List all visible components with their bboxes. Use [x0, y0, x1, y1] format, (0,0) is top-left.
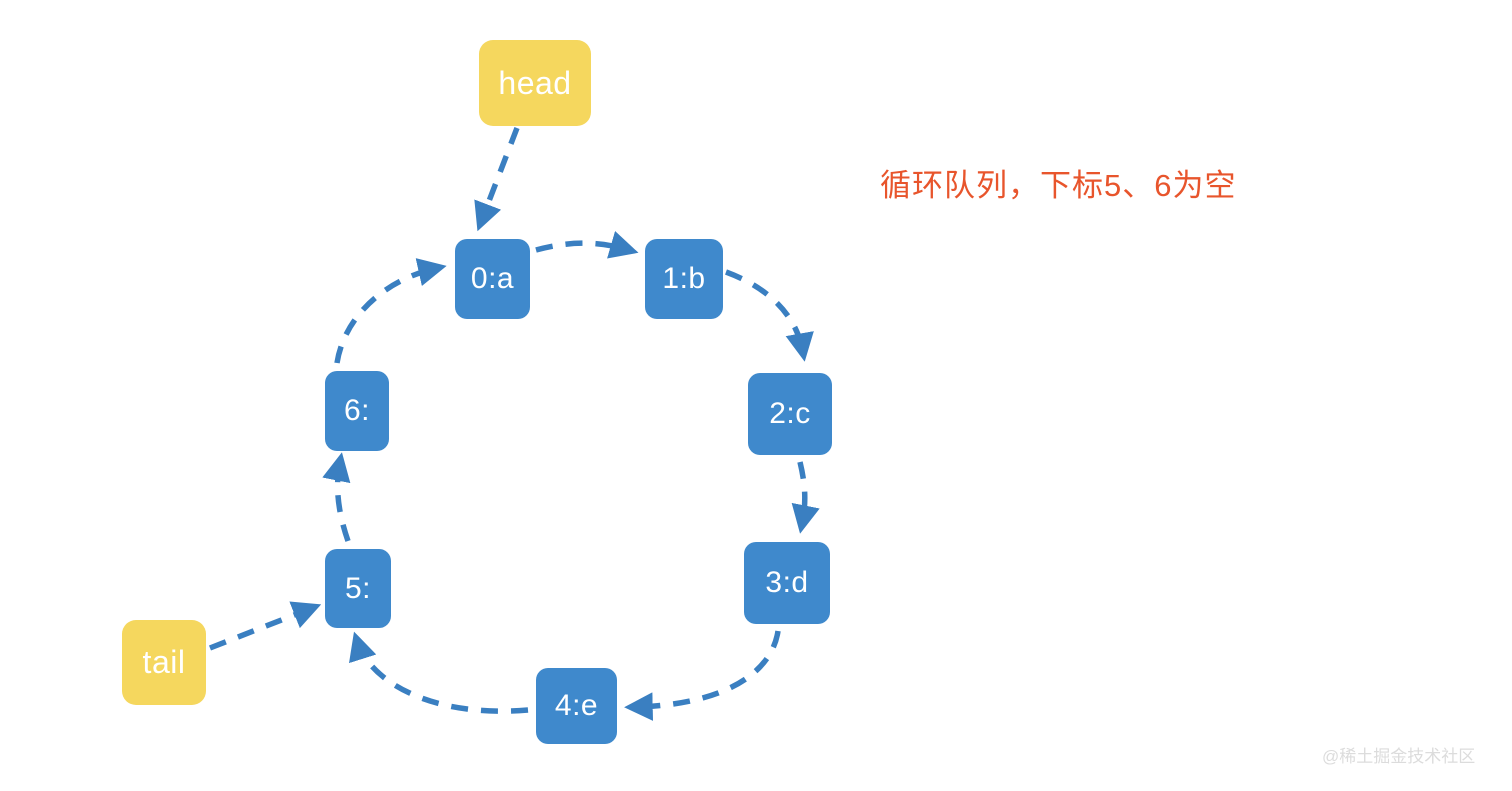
ring-node-slot5-label: 5: [344, 571, 372, 605]
edge-slot1-to-slot2 [725, 269, 814, 362]
ring-node-slot0[interactable]: 0:a [455, 239, 530, 319]
ring-node-slot2-label: 2:c [769, 397, 811, 430]
edge-slot6-to-slot0 [334, 258, 447, 364]
ring-node-slot5[interactable]: 5: [325, 549, 391, 628]
ring-node-slot4[interactable]: 4:e [536, 668, 617, 744]
edge-slot0-to-slot1 [535, 231, 639, 259]
ring-node-slot0-label: 0:a [470, 262, 515, 295]
ring-node-slot6[interactable]: 6: [325, 371, 389, 451]
ring-node-slot3[interactable]: 3:d [744, 542, 830, 624]
pointer-node-head-label: head [498, 64, 572, 101]
edge-slot3-to-slot4 [624, 630, 781, 721]
pointer-node-tail-label: tail [142, 644, 186, 680]
edge-slot2-to-slot3 [791, 461, 820, 534]
ring-node-slot3-label: 3:d [765, 566, 809, 599]
edge-head-to-slot0 [474, 127, 520, 232]
edge-slot4-to-slot5 [349, 631, 529, 714]
ring-node-slot2[interactable]: 2:c [748, 373, 832, 455]
edge-slot5-to-slot6 [322, 452, 351, 542]
ring-node-slot1-label: 1:b [662, 262, 706, 295]
pointer-node-tail[interactable]: tail [122, 620, 206, 705]
diagram-annotation: 循环队列，下标5、6为空 [880, 168, 1237, 203]
watermark: @稀土掘金技术社区 [1322, 747, 1476, 766]
ring-node-slot1[interactable]: 1:b [645, 239, 723, 319]
ring-node-slot6-label: 6: [343, 394, 371, 427]
pointer-node-head[interactable]: head [479, 40, 591, 126]
edge-tail-to-slot5 [208, 601, 322, 651]
ring-node-slot4-label: 4:e [554, 689, 599, 722]
